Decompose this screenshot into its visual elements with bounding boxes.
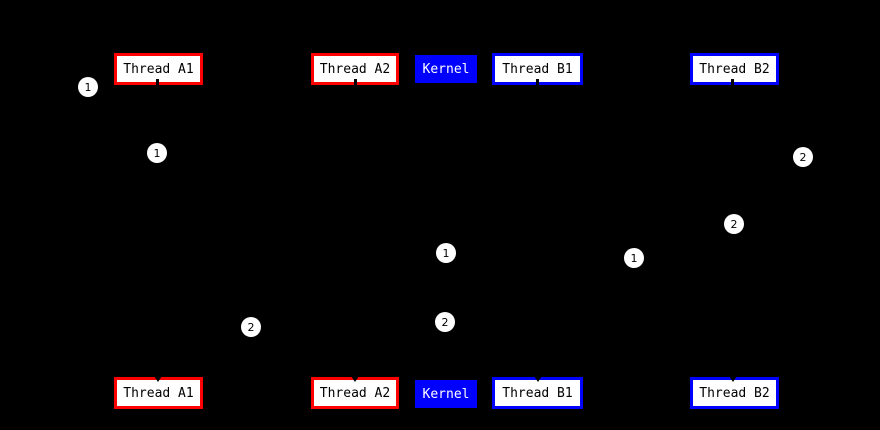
arrowhead-icon-a1 (154, 376, 162, 382)
step-marker-4: 2 (724, 214, 744, 234)
arrowhead-icon-a2 (351, 376, 359, 382)
edge-stub-a1 (156, 79, 159, 86)
edge-stub-a2 (354, 79, 357, 86)
kernel-box-bottom: Kernel (415, 380, 477, 408)
step-marker-5: 1 (436, 243, 456, 263)
edge-stub-b1 (536, 79, 539, 86)
edge-stub-b2 (731, 79, 734, 86)
arrowhead-icon-b2 (729, 376, 737, 382)
step-marker-3: 2 (793, 147, 813, 167)
step-marker-7: 2 (435, 312, 455, 332)
arrowhead-icon-b1 (534, 376, 542, 382)
step-marker-8: 2 (241, 317, 261, 337)
step-marker-2: 1 (147, 143, 167, 163)
kernel-box-top: Kernel (415, 55, 477, 83)
thread-b2-box-top: Thread B2 (690, 53, 779, 85)
step-marker-6: 1 (624, 248, 644, 268)
step-marker-1: 1 (78, 77, 98, 97)
